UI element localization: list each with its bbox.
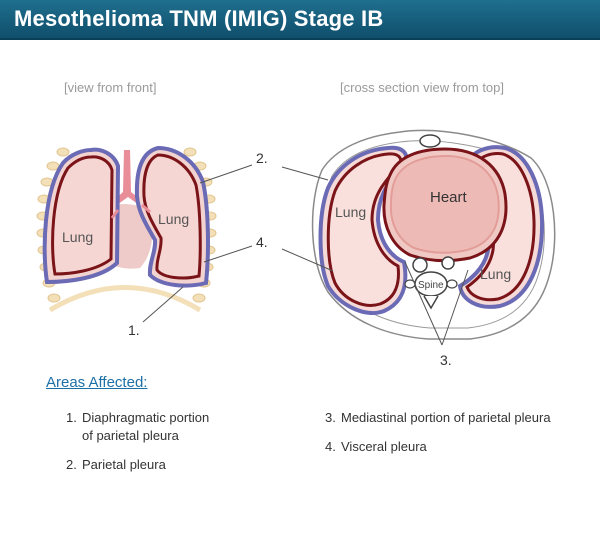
front-right-visceral-pleura [142, 153, 202, 280]
vena-cava [441, 256, 455, 270]
cross-section-view [311, 129, 556, 340]
list-item-text: Mediastinal portion of parietal pleura [341, 410, 551, 425]
callout-4: 4. [256, 234, 268, 250]
list-item: 1. Diaphragmatic portion of parietal ple… [66, 409, 286, 445]
list-item-number: 3. [325, 410, 336, 425]
trachea [111, 150, 145, 207]
cross-right-lung-label: Lung [480, 266, 511, 282]
front-view-label: [view from front] [64, 80, 157, 95]
list-item: 2. Parietal pleura [66, 456, 286, 474]
front-view [36, 145, 217, 313]
areas-list-right: 3. Mediastinal portion of parietal pleur… [325, 409, 595, 467]
spine-rib-right [446, 279, 458, 289]
list-item-text: Parietal pleura [82, 457, 166, 472]
cross-left-lung-label: Lung [335, 204, 366, 220]
spinal-process [423, 295, 439, 310]
list-item-number: 1. [66, 410, 77, 425]
sternum [419, 134, 441, 148]
leader-lines [142, 164, 469, 346]
list-item-number: 2. [66, 457, 77, 472]
header-bar: Mesothelioma TNM (IMIG) Stage IB [0, 0, 600, 40]
list-item-text: Diaphragmatic portion of parietal pleura [82, 410, 210, 443]
callout-3: 3. [440, 352, 452, 368]
callout-2: 2. [256, 150, 268, 166]
areas-affected-heading: Areas Affected: [46, 374, 148, 391]
top-view-label: [cross section view from top] [340, 80, 504, 95]
front-left-lung-label: Lung [62, 229, 93, 245]
bronchi [110, 203, 151, 219]
callout-1: 1. [128, 322, 140, 338]
cross-heart [389, 154, 500, 254]
diaphragm [48, 285, 202, 313]
list-item: 3. Mediastinal portion of parietal pleur… [325, 409, 595, 427]
heart-label: Heart [430, 189, 468, 206]
front-right-lung-label: Lung [158, 211, 189, 227]
spine-label: Spine [418, 280, 444, 291]
page-title: Mesothelioma TNM (IMIG) Stage IB [14, 6, 384, 31]
list-item-number: 4. [325, 439, 336, 454]
aorta [412, 257, 428, 273]
front-left-visceral-pleura [51, 155, 114, 276]
areas-list-left: 1. Diaphragmatic portion of parietal ple… [66, 409, 286, 485]
list-item: 4. Visceral pleura [325, 438, 595, 456]
list-item-text: Visceral pleura [341, 439, 427, 454]
